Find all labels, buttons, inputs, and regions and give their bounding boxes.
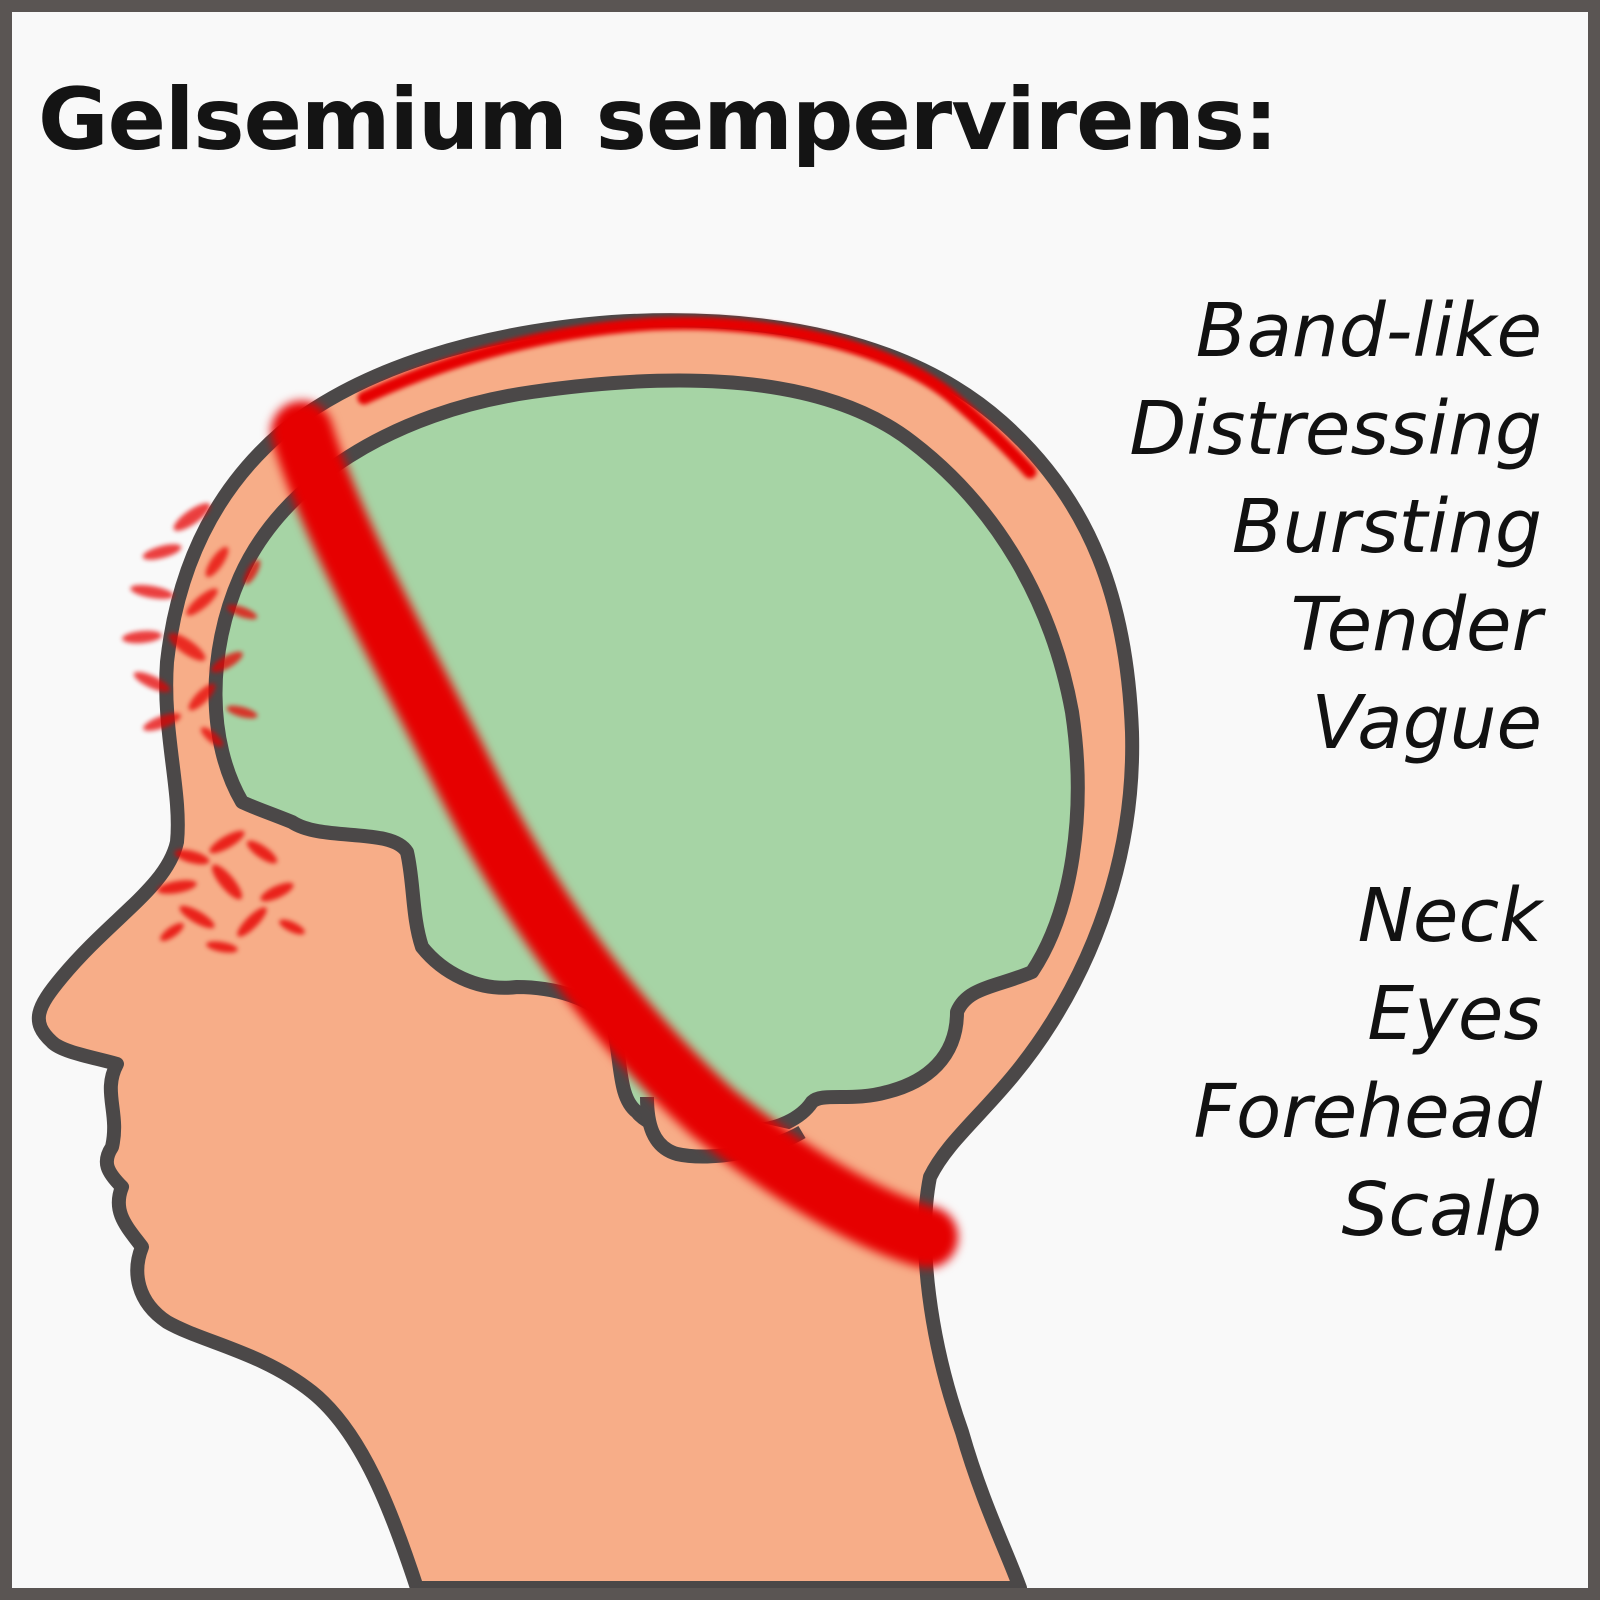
- location-item: Neck: [1357, 873, 1542, 959]
- head-illustration: [31, 313, 1140, 1588]
- eye-pain-burst: [157, 830, 305, 953]
- title: Gelsemium sempervirens:: [38, 70, 1278, 170]
- forehead-pain-burst: [122, 503, 261, 747]
- quality-item: Band-like: [1195, 288, 1542, 374]
- quality-item: Vague: [1311, 680, 1542, 766]
- quality-item: Distressing: [1129, 386, 1542, 472]
- location-item: Forehead: [1193, 1069, 1542, 1155]
- scalp-pain-line: [357, 316, 1037, 479]
- quality-item: Bursting: [1231, 484, 1542, 570]
- pain-locations-list: Neck Eyes Forehead Scalp: [1193, 867, 1542, 1259]
- quality-item: Tender: [1290, 582, 1542, 668]
- band-pain-stroke: [271, 401, 958, 1268]
- location-item: Scalp: [1341, 1167, 1542, 1253]
- pain-qualities-list: Band-like Distressing Bursting Tender Va…: [1129, 282, 1542, 772]
- location-item: Eyes: [1367, 971, 1542, 1057]
- brain: [208, 373, 1085, 1140]
